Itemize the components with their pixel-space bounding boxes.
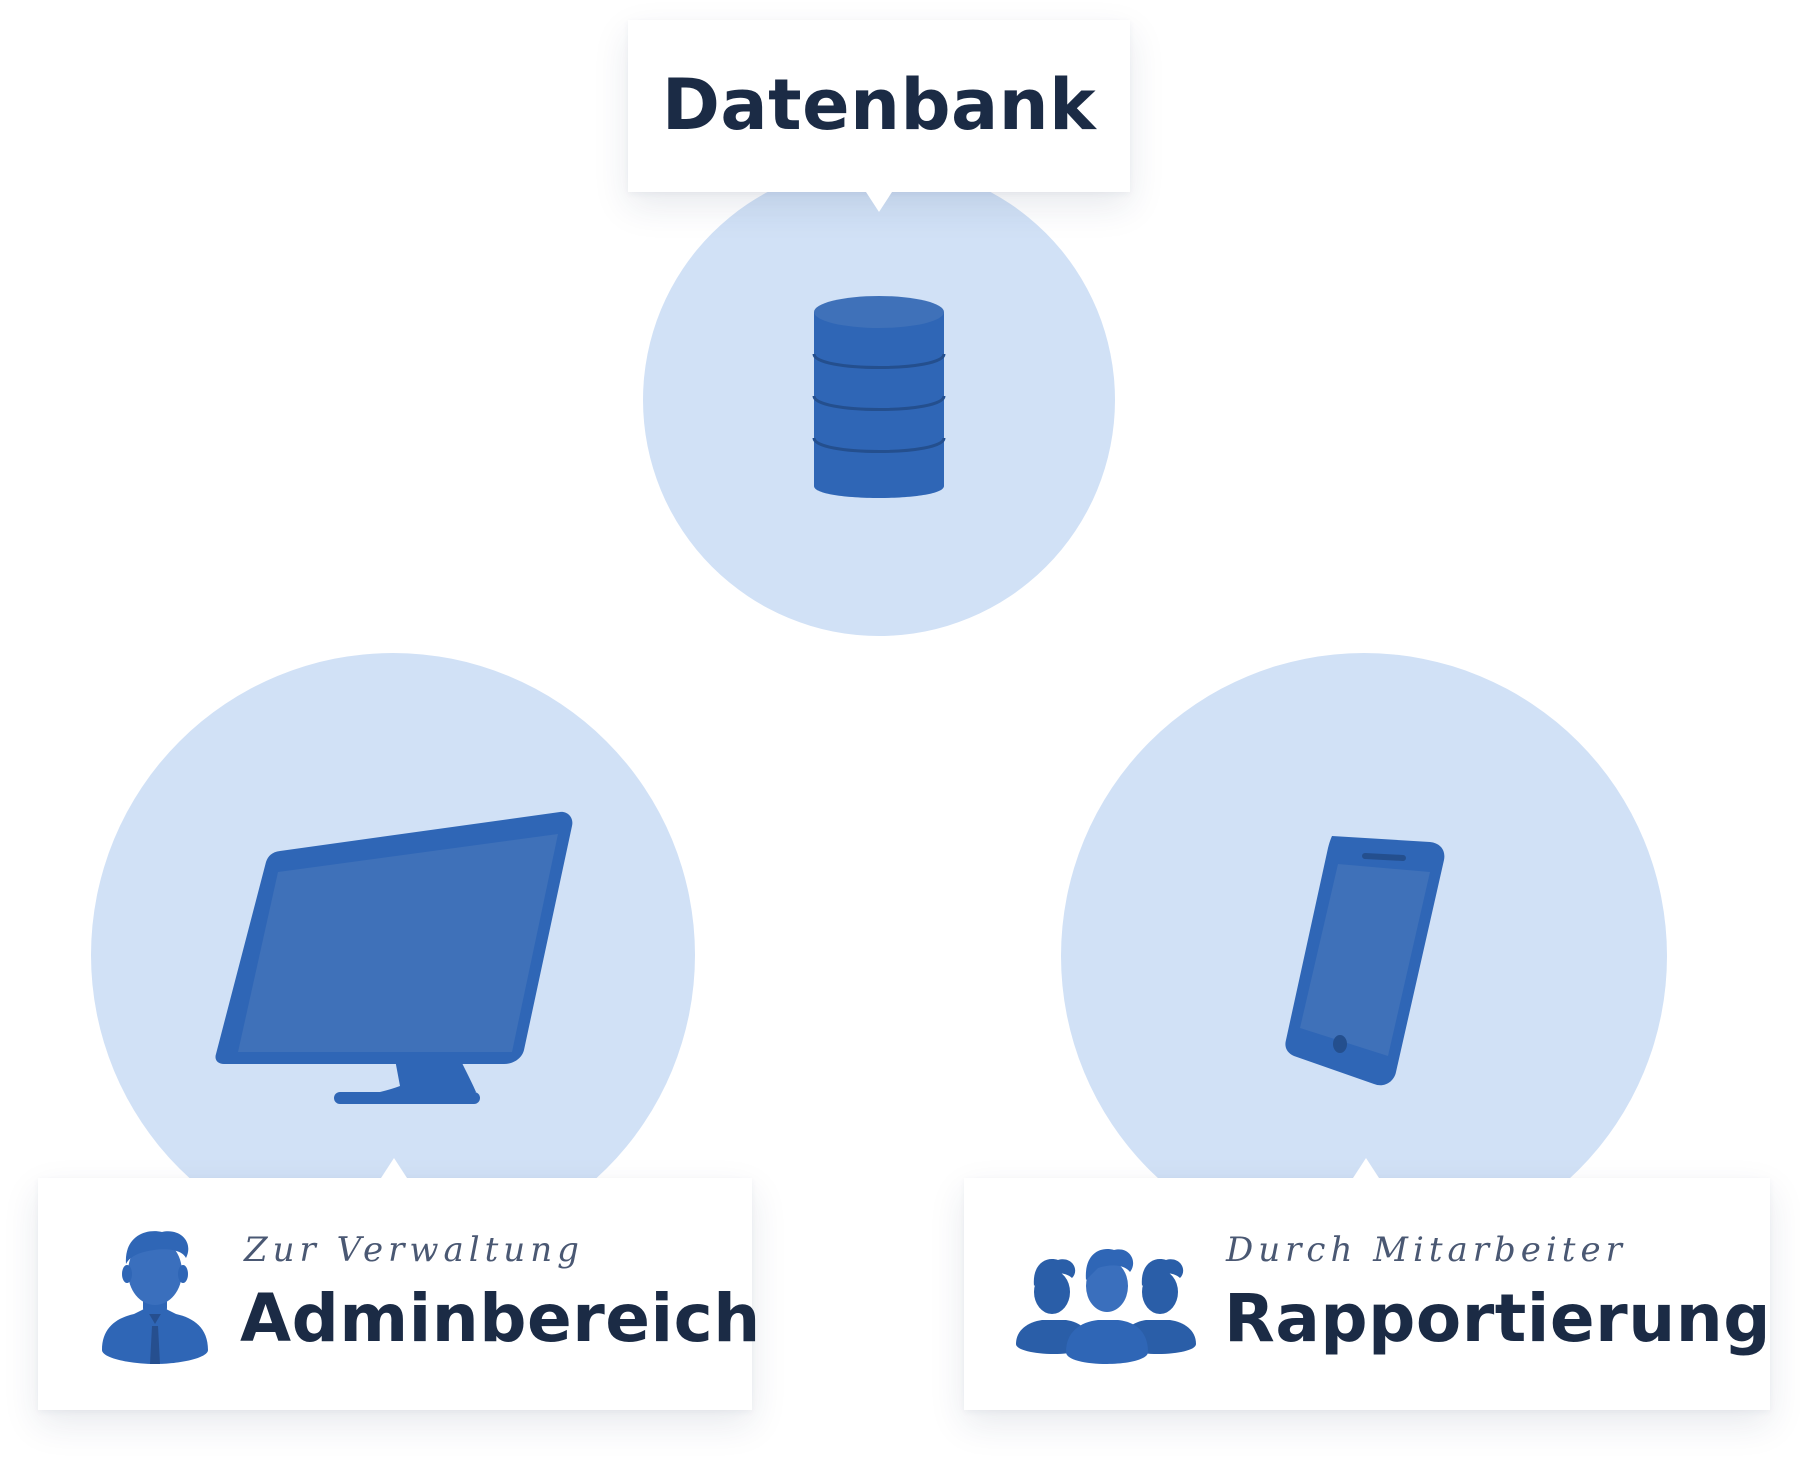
reporting-title: Rapportierung bbox=[1224, 1280, 1771, 1357]
team-people-icon bbox=[1014, 1248, 1198, 1364]
database-icon bbox=[812, 294, 946, 504]
smartphone-icon bbox=[1284, 832, 1448, 1090]
reporting-subtitle: Durch Mitarbeiter bbox=[1226, 1230, 1627, 1270]
admin-subtitle: Zur Verwaltung bbox=[244, 1230, 584, 1270]
admin-callout: Zur Verwaltung Adminbereich bbox=[38, 1158, 760, 1410]
reporting-callout: Durch Mitarbeiter Rapportierung bbox=[964, 1158, 1771, 1410]
database-callout: Datenbank bbox=[628, 20, 1130, 212]
admin-callout-pointer bbox=[381, 1158, 407, 1178]
admin-person-icon bbox=[98, 1228, 212, 1364]
monitor-icon bbox=[214, 806, 576, 1124]
admin-title: Adminbereich bbox=[240, 1280, 761, 1357]
reporting-callout-pointer bbox=[1353, 1158, 1379, 1178]
database-title: Datenbank bbox=[661, 64, 1097, 146]
database-callout-pointer bbox=[866, 192, 892, 212]
